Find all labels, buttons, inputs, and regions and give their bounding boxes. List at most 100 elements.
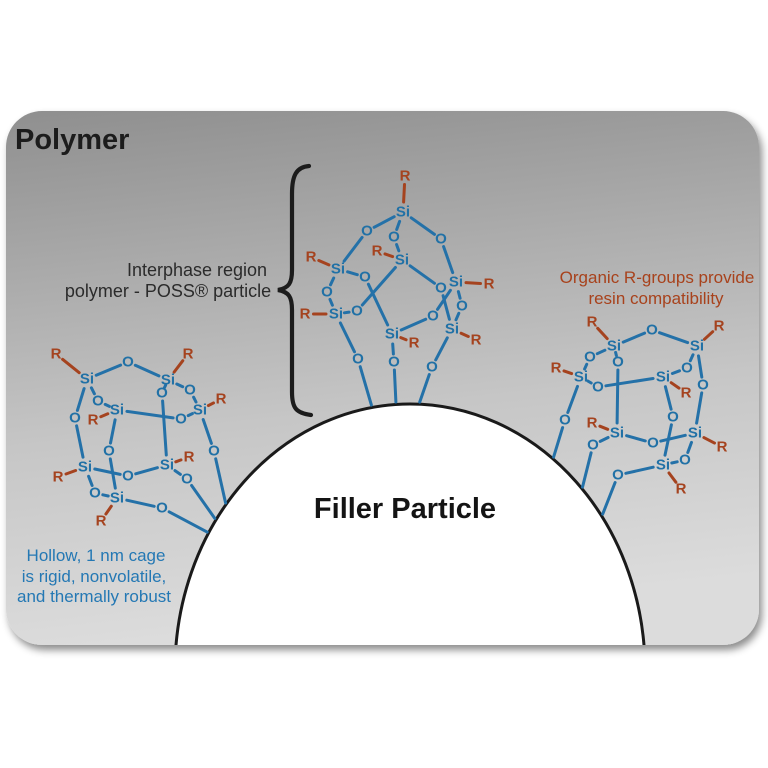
atom-Si: Si [688,425,702,442]
si-o-bond [663,385,673,411]
atom-R: R [306,249,317,266]
si-o-bond [75,387,86,412]
atom-Si: Si [193,402,207,419]
atom-O: O [156,500,168,517]
si-o-bond [338,321,356,354]
atom-R: R [183,346,194,363]
atom-O: O [208,443,220,460]
atom-O: O [69,410,81,427]
atom-O: O [679,452,691,469]
atom-Si: Si [385,326,399,343]
atom-O: O [175,411,187,428]
si-o-bond [125,409,175,420]
atom-Si: Si [656,369,670,386]
si-o-bond [192,395,198,404]
si-o-bond [201,418,213,445]
si-o-bond [125,498,156,508]
si-o-bond [442,245,455,275]
interphase-note-line1: Interphase region [127,260,267,280]
atom-Si: Si [78,459,92,476]
atom-O: O [351,303,363,320]
si-o-bond [408,264,436,285]
si-o-bond [328,297,334,307]
si-o-bond [598,436,610,443]
atom-R: R [714,318,725,335]
atom-R: R [717,439,728,456]
atom-R: R [184,449,195,466]
atom-R: R [216,391,227,408]
atom-O: O [426,359,438,376]
atom-O: O [592,379,604,396]
cage-note-line3: and thermally robust [17,587,171,606]
si-o-bond [134,466,159,476]
si-o-bond [190,484,217,520]
atom-R: R [676,481,687,498]
si-o-bond [670,460,679,465]
si-o-bond [101,493,110,498]
si-o-bond [658,331,690,345]
cage-note-line2: is rigid, nonvolatile, [22,567,167,586]
si-o-bond [342,235,364,263]
atom-R: R [300,306,311,323]
atom-Si: Si [395,252,409,269]
si-o-bond [109,418,117,445]
r-group-bond [402,183,406,204]
si-o-bond [621,331,647,344]
atom-O: O [435,280,447,297]
si-o-bond [346,270,359,277]
atom-O: O [456,298,468,315]
si-o-bond [586,379,593,385]
atom-O: O [352,351,364,368]
si-o-bond [173,469,182,476]
atom-O: O [584,349,596,366]
si-o-bond [342,310,351,315]
atom-O: O [156,385,168,402]
si-o-bond [583,362,589,371]
atom-O: O [612,354,624,371]
si-o-bond [581,451,593,489]
atom-Si: Si [445,321,459,338]
si-o-bond [624,465,655,475]
si-o-bond [186,412,194,418]
atom-Si: Si [656,457,670,474]
atom-R: R [551,360,562,377]
si-o-bond [686,440,693,454]
si-o-bond [601,481,617,516]
r-group-bond [99,412,110,419]
si-o-bond [94,363,123,377]
atom-R: R [88,412,99,429]
si-o-bond [395,219,402,231]
atom-Si: Si [607,338,621,355]
atom-R: R [400,168,411,185]
si-o-bond [329,276,336,287]
atom-Si: Si [574,369,588,386]
atom-O: O [89,485,101,502]
si-o-bond [360,266,397,307]
atom-O: O [667,409,679,426]
si-o-bond [161,399,168,457]
r-group-bond [702,436,716,445]
atom-O: O [321,284,333,301]
atom-O: O [361,223,373,240]
atom-O: O [435,231,447,248]
polymer-label: Polymer [15,124,129,156]
atom-R: R [53,469,64,486]
r-group-bond [667,471,678,484]
si-o-bond [372,215,396,229]
si-o-bond [552,426,565,459]
si-o-bond [434,336,449,362]
si-o-bond [615,368,620,425]
atom-R: R [409,335,420,352]
atom-O: O [647,435,659,452]
atom-R: R [51,346,62,363]
r-group-bond [669,381,681,390]
atom-R: R [372,243,383,260]
si-o-bond [604,377,655,388]
r-group-note-line1: Organic R-groups provide [560,268,755,287]
cage-note-line1: Hollow, 1 nm cage [27,546,166,565]
si-o-bond [162,383,168,390]
